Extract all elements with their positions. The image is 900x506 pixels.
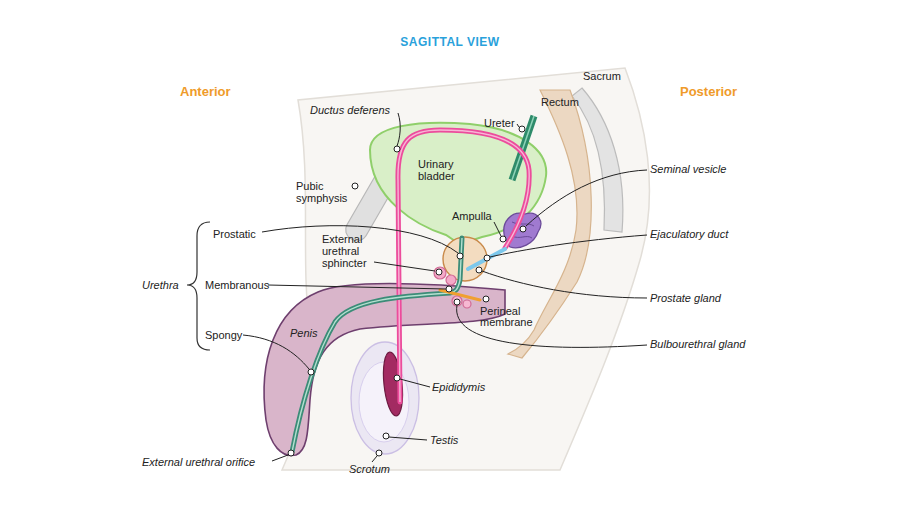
urethra-shape: [292, 238, 462, 452]
leader-line: [400, 379, 430, 387]
leader-dot: [476, 267, 482, 273]
scrotum-shape: [351, 342, 419, 454]
part-label: Ampulla: [452, 210, 492, 222]
leader-dot: [352, 183, 358, 189]
bulbourethral-gland-shape: [463, 300, 471, 308]
leader-dot: [519, 126, 525, 132]
urethra-segment-label: Spongy: [205, 329, 242, 341]
leader-line: [517, 124, 519, 127]
orientation-label: Posterior: [680, 84, 737, 99]
part-label: Testis: [430, 434, 458, 446]
leader-dot: [288, 450, 294, 456]
leader-line: [526, 170, 647, 226]
leader-dot: [394, 146, 400, 152]
leader-line: [372, 456, 377, 462]
part-label: External urethral sphincter: [322, 233, 378, 269]
bracket-label: Urethra: [142, 279, 179, 291]
prostate-shape: [443, 237, 487, 281]
leader-line: [272, 455, 288, 461]
part-label: Pubic symphysis: [296, 180, 354, 204]
diagram-title: SAGITTAL VIEW: [0, 35, 900, 49]
part-label: External urethral orifice: [142, 456, 255, 468]
penis-shape: [264, 283, 505, 455]
leader-dot: [446, 286, 452, 292]
leader-dot: [394, 375, 400, 381]
part-label: Urinary bladder: [418, 158, 466, 182]
part-label: Seminal vesicle: [650, 163, 726, 175]
leader-dot: [376, 450, 382, 456]
leader-dot: [483, 296, 489, 302]
leader-line: [243, 335, 309, 369]
sphincter-shape: [446, 275, 456, 285]
part-label: Ductus deferens: [310, 104, 390, 116]
leader-line: [389, 437, 427, 440]
body-outline: [282, 68, 649, 470]
leader-line: [494, 222, 501, 236]
part-label: Epididymis: [432, 381, 485, 393]
urethra-lumen: [292, 238, 462, 452]
leader-dot: [436, 269, 442, 275]
part-label: Ejaculatory duct: [650, 228, 728, 240]
bulbourethral-gland-shape: [452, 296, 462, 306]
part-label: Sacrum: [583, 70, 621, 82]
leader-line: [397, 113, 400, 146]
leader-dot: [500, 236, 506, 242]
part-label: Prostate gland: [650, 292, 721, 304]
ejaculatory-duct-shape: [468, 249, 505, 269]
part-label: Perineal membrane: [480, 306, 538, 328]
leader-line: [374, 262, 435, 271]
leader-dot: [454, 299, 460, 305]
leader-line: [268, 285, 446, 289]
leader-dot: [383, 433, 389, 439]
leader-dot: [457, 253, 463, 259]
urethra-segment-label: Prostatic: [213, 228, 256, 240]
ductus-deferens-shape: [398, 130, 529, 402]
sphincter-shape: [434, 267, 446, 279]
leader-line: [457, 305, 647, 347]
urethra-segment-label: Membranous: [205, 279, 269, 291]
part-label: Bulbourethral gland: [650, 338, 745, 350]
ductus-deferens-lumen: [398, 130, 529, 402]
leader-dot: [520, 226, 526, 232]
part-label: Ureter: [484, 117, 515, 129]
part-label: Rectum: [541, 96, 579, 108]
leader-line: [482, 271, 647, 298]
leader-dot: [308, 369, 314, 375]
part-label: Penis: [290, 327, 318, 339]
part-label: Scrotum: [349, 463, 390, 475]
leader-line: [490, 235, 647, 257]
orientation-label: Anterior: [180, 84, 231, 99]
leader-dot: [484, 255, 490, 261]
